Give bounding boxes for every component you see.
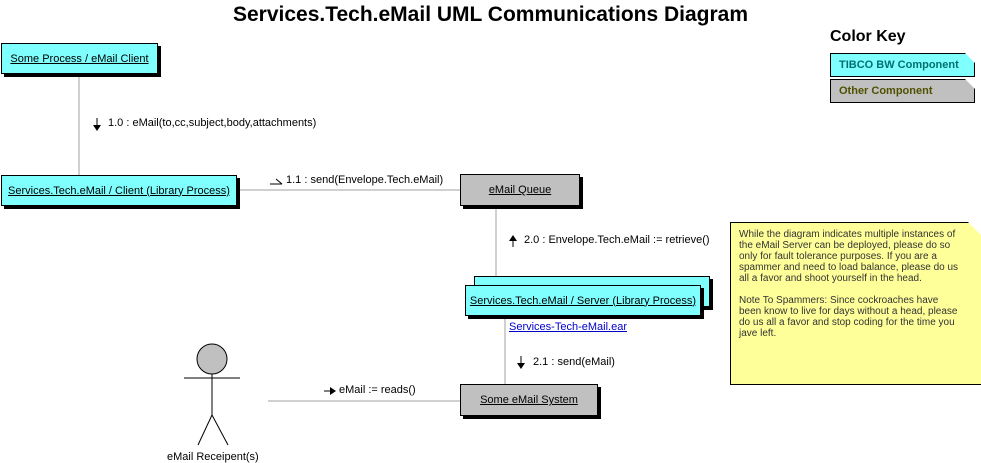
actor-label: eMail Receipent(s) <box>167 451 259 463</box>
object-client-library[interactable]: Services.Tech.eMail / Client (Library Pr… <box>1 175 237 206</box>
message-1-0: 1.0 : eMail(to,cc,subject,body,attachmen… <box>108 117 317 129</box>
arrow-right-icon <box>324 387 336 395</box>
artifact-ear-link[interactable]: Services-Tech-eMail.ear <box>509 321 627 333</box>
message-2-0: 2.0 : Envelope.Tech.eMail := retrieve() <box>524 234 710 246</box>
color-key-other: Other Component <box>830 79 975 103</box>
message-1-1: 1.1 : send(Envelope.Tech.eMail) <box>286 174 444 186</box>
color-key-tibco: TIBCO BW Component <box>830 53 975 77</box>
actor-stick-figure-icon <box>184 343 240 446</box>
object-server-library[interactable]: Services.Tech.eMail / Server (Library Pr… <box>465 285 701 316</box>
message-2-1: 2.1 : send(eMail) <box>533 356 615 368</box>
arrow-up-icon <box>509 235 517 247</box>
arrow-down-icon <box>93 118 101 131</box>
arrow-right-icon <box>270 178 283 185</box>
message-reads: eMail := reads() <box>339 384 416 396</box>
note-paragraph-1: While the diagram indicates multiple ins… <box>739 229 959 284</box>
diagram-title: Services.Tech.eMail UML Communications D… <box>232 3 749 26</box>
object-email-queue[interactable]: eMail Queue <box>460 174 580 206</box>
object-email-client[interactable]: Some Process / eMail Client <box>1 43 158 74</box>
note-box: While the diagram indicates multiple ins… <box>730 222 981 385</box>
object-email-system[interactable]: Some eMail System <box>460 384 598 416</box>
color-key-title: Color Key <box>830 28 906 45</box>
note-paragraph-2: Note To Spammers: Since cockroaches have… <box>739 295 958 339</box>
arrow-down-icon <box>517 356 525 369</box>
